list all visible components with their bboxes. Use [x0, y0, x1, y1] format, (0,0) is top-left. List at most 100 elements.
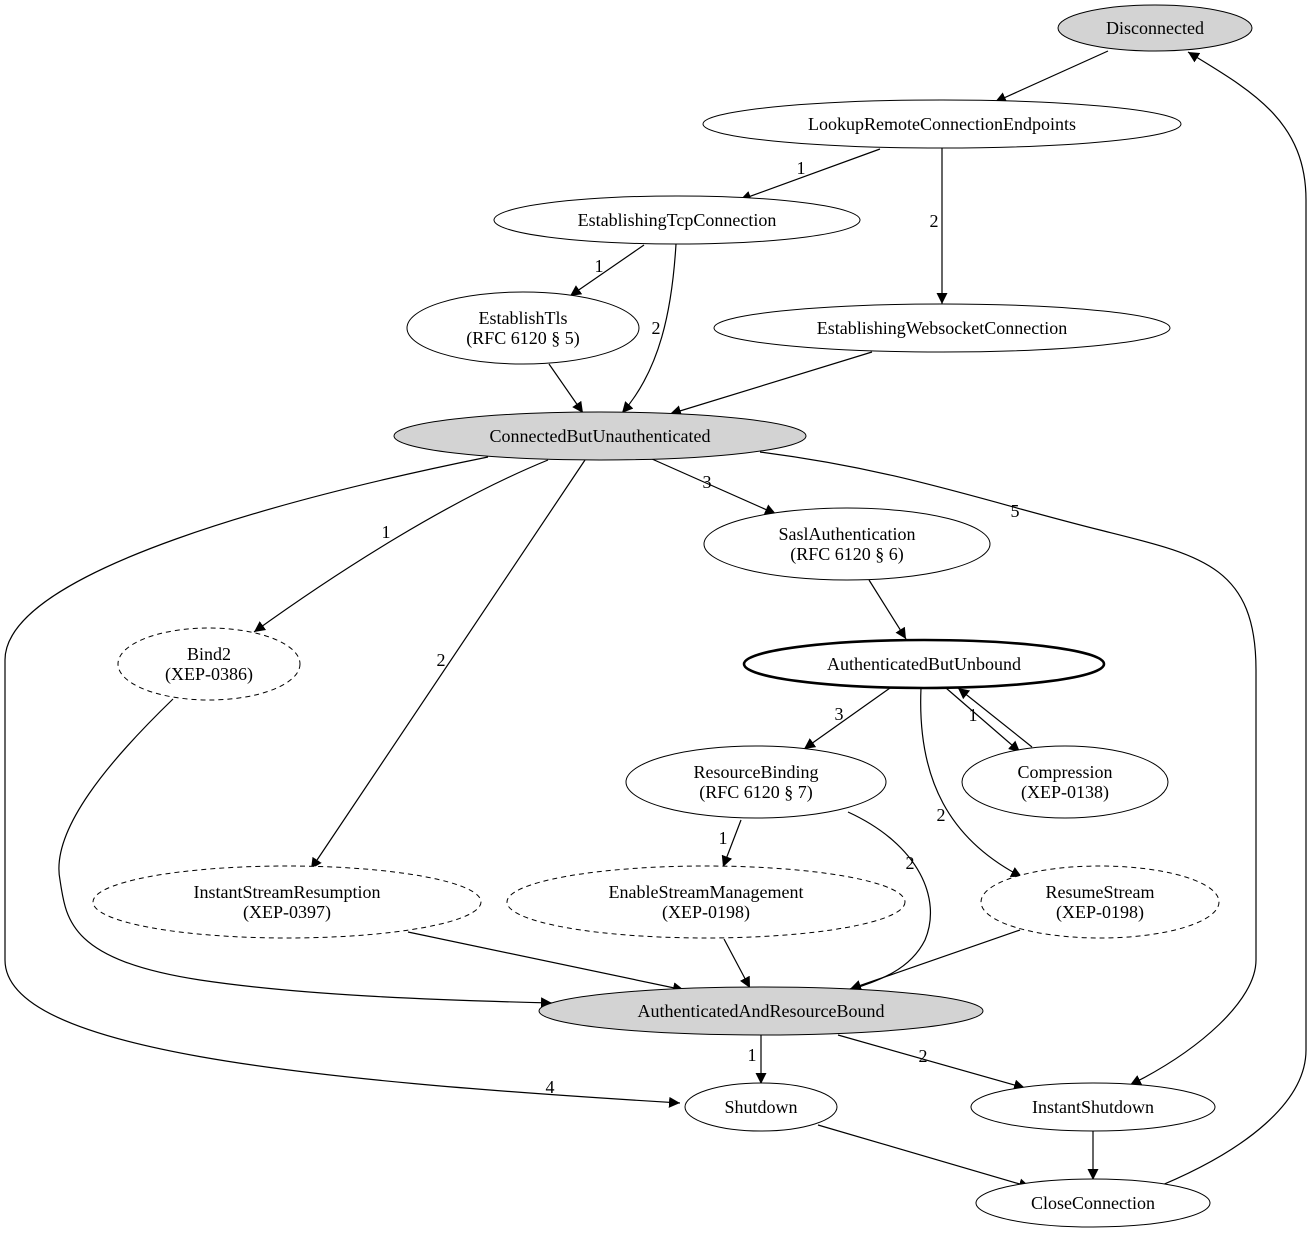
edge-disconnected-lookup: [994, 50, 1109, 103]
nodes-layer: DisconnectedLookupRemoteConnectionEndpoi…: [92, 4, 1253, 1228]
edge-line: [4, 456, 681, 1108]
edge-line: [669, 351, 873, 417]
edge-lookup-ws: 2: [930, 148, 948, 304]
edge-rb-esm: 1: [719, 819, 742, 868]
state-node-cbu: ConnectedButUnauthenticated: [393, 411, 807, 461]
state-name: Shutdown: [724, 1097, 797, 1117]
state-ellipse: [702, 99, 1182, 149]
edge-shutdown-close: [817, 1124, 1031, 1190]
edge-line: [548, 363, 584, 414]
state-name: AuthenticatedButUnbound: [827, 654, 1021, 674]
state-name: Disconnected: [1106, 18, 1204, 38]
edge-label: 1: [797, 158, 806, 178]
state-node-arb: AuthenticatedAndResourceBound: [538, 986, 984, 1036]
state-name: EstablishingWebsocketConnection: [817, 318, 1068, 338]
edge-arb-ishutdown: 2: [837, 1034, 1026, 1091]
edge-line: [868, 579, 907, 640]
state-ellipse: [980, 865, 1220, 939]
state-reference: (RFC 6120 § 7): [699, 782, 813, 803]
state-name: ResourceBinding: [694, 762, 819, 782]
state-ellipse: [538, 986, 984, 1036]
edge-line: [651, 458, 777, 515]
edge-label: 3: [835, 704, 844, 724]
state-ellipse: [961, 745, 1169, 819]
state-name: AuthenticatedAndResourceBound: [638, 1001, 885, 1021]
state-node-ws: EstablishingWebsocketConnection: [713, 303, 1171, 353]
state-name: CloseConnection: [1031, 1193, 1155, 1213]
edge-line: [957, 687, 1033, 748]
state-node-disconnected: Disconnected: [1057, 4, 1253, 52]
state-ellipse: [703, 507, 991, 581]
edge-lookup-tcp: 1: [739, 148, 881, 202]
edge-cbu-ishutdown: 5: [759, 451, 1257, 1086]
edge-label: 1: [969, 705, 978, 725]
state-reference: (XEP-0397): [243, 902, 331, 923]
edge-line: [1149, 51, 1307, 1191]
edge-line: [759, 451, 1257, 1086]
edge-label: 3: [703, 472, 712, 492]
state-name: Compression: [1017, 762, 1112, 782]
state-name: SaslAuthentication: [779, 524, 916, 544]
edge-line: [721, 819, 742, 868]
edge-line: [920, 687, 1023, 878]
edge-ws-cbu: [669, 351, 873, 417]
edge-tls-cbu: [548, 363, 584, 414]
edge-label: 1: [382, 522, 391, 542]
edge-line: [310, 459, 586, 870]
state-node-comp: Compression(XEP-0138): [961, 745, 1169, 819]
state-node-shutdown: Shutdown: [684, 1082, 838, 1132]
edge-line: [253, 459, 549, 633]
edge-label: 2: [930, 211, 939, 231]
state-name: Bind2: [187, 644, 231, 664]
edge-line: [817, 1124, 1031, 1190]
state-node-sasl: SaslAuthentication(RFC 6120 § 6): [703, 507, 991, 581]
state-name: InstantShutdown: [1032, 1097, 1154, 1117]
edge-bind2-arb: [58, 698, 553, 1009]
state-node-abu: AuthenticatedButUnbound: [742, 638, 1106, 690]
edge-label: 2: [919, 1046, 928, 1066]
edge-label: 5: [1011, 501, 1020, 521]
state-ellipse: [713, 303, 1171, 353]
edge-line: [994, 50, 1109, 103]
state-ellipse: [406, 291, 640, 365]
edge-line: [803, 687, 891, 750]
edge-label: 1: [719, 828, 728, 848]
state-ellipse: [970, 1082, 1216, 1132]
edge-line: [569, 244, 645, 297]
edge-tcp-cbu: 2: [621, 243, 677, 414]
state-ellipse: [625, 745, 887, 819]
state-reference: (XEP-0198): [662, 902, 750, 923]
edge-abu-comp: 1: [945, 687, 1021, 753]
edge-cbu-shutdown: 4: [4, 456, 681, 1108]
state-ellipse: [506, 865, 906, 939]
edge-label: 1: [748, 1045, 757, 1065]
state-reference: (RFC 6120 § 6): [790, 544, 904, 565]
state-ellipse: [393, 411, 807, 461]
edge-comp-abu: [957, 687, 1033, 748]
state-ellipse: [684, 1082, 838, 1132]
state-name: InstantStreamResumption: [194, 882, 381, 902]
state-ellipse: [493, 195, 861, 245]
edge-cbu-bind2: 1: [253, 459, 549, 633]
state-ellipse: [975, 1178, 1211, 1228]
state-name: EstablishTls: [479, 308, 568, 328]
state-reference: (XEP-0198): [1056, 902, 1144, 923]
edge-line: [849, 929, 1021, 991]
state-node-bind2: Bind2(XEP-0386): [117, 627, 301, 701]
edge-line: [837, 1034, 1026, 1091]
state-ellipse: [742, 638, 1106, 690]
edge-line: [723, 938, 751, 989]
edge-arb-shutdown: 1: [748, 1035, 767, 1084]
state-reference: (RFC 6120 § 5): [466, 328, 580, 349]
state-node-tcp: EstablishingTcpConnection: [493, 195, 861, 245]
edge-cbu-sasl: 3: [651, 458, 777, 515]
state-name: EstablishingTcpConnection: [578, 210, 777, 230]
edge-line: [621, 243, 677, 414]
state-reference: (XEP-0138): [1021, 782, 1109, 803]
state-node-esm: EnableStreamManagement(XEP-0198): [506, 865, 906, 939]
edge-abu-rs: 2: [920, 687, 1023, 878]
edge-rs-arb: [849, 929, 1021, 991]
state-node-isr: InstantStreamResumption(XEP-0397): [92, 865, 482, 939]
